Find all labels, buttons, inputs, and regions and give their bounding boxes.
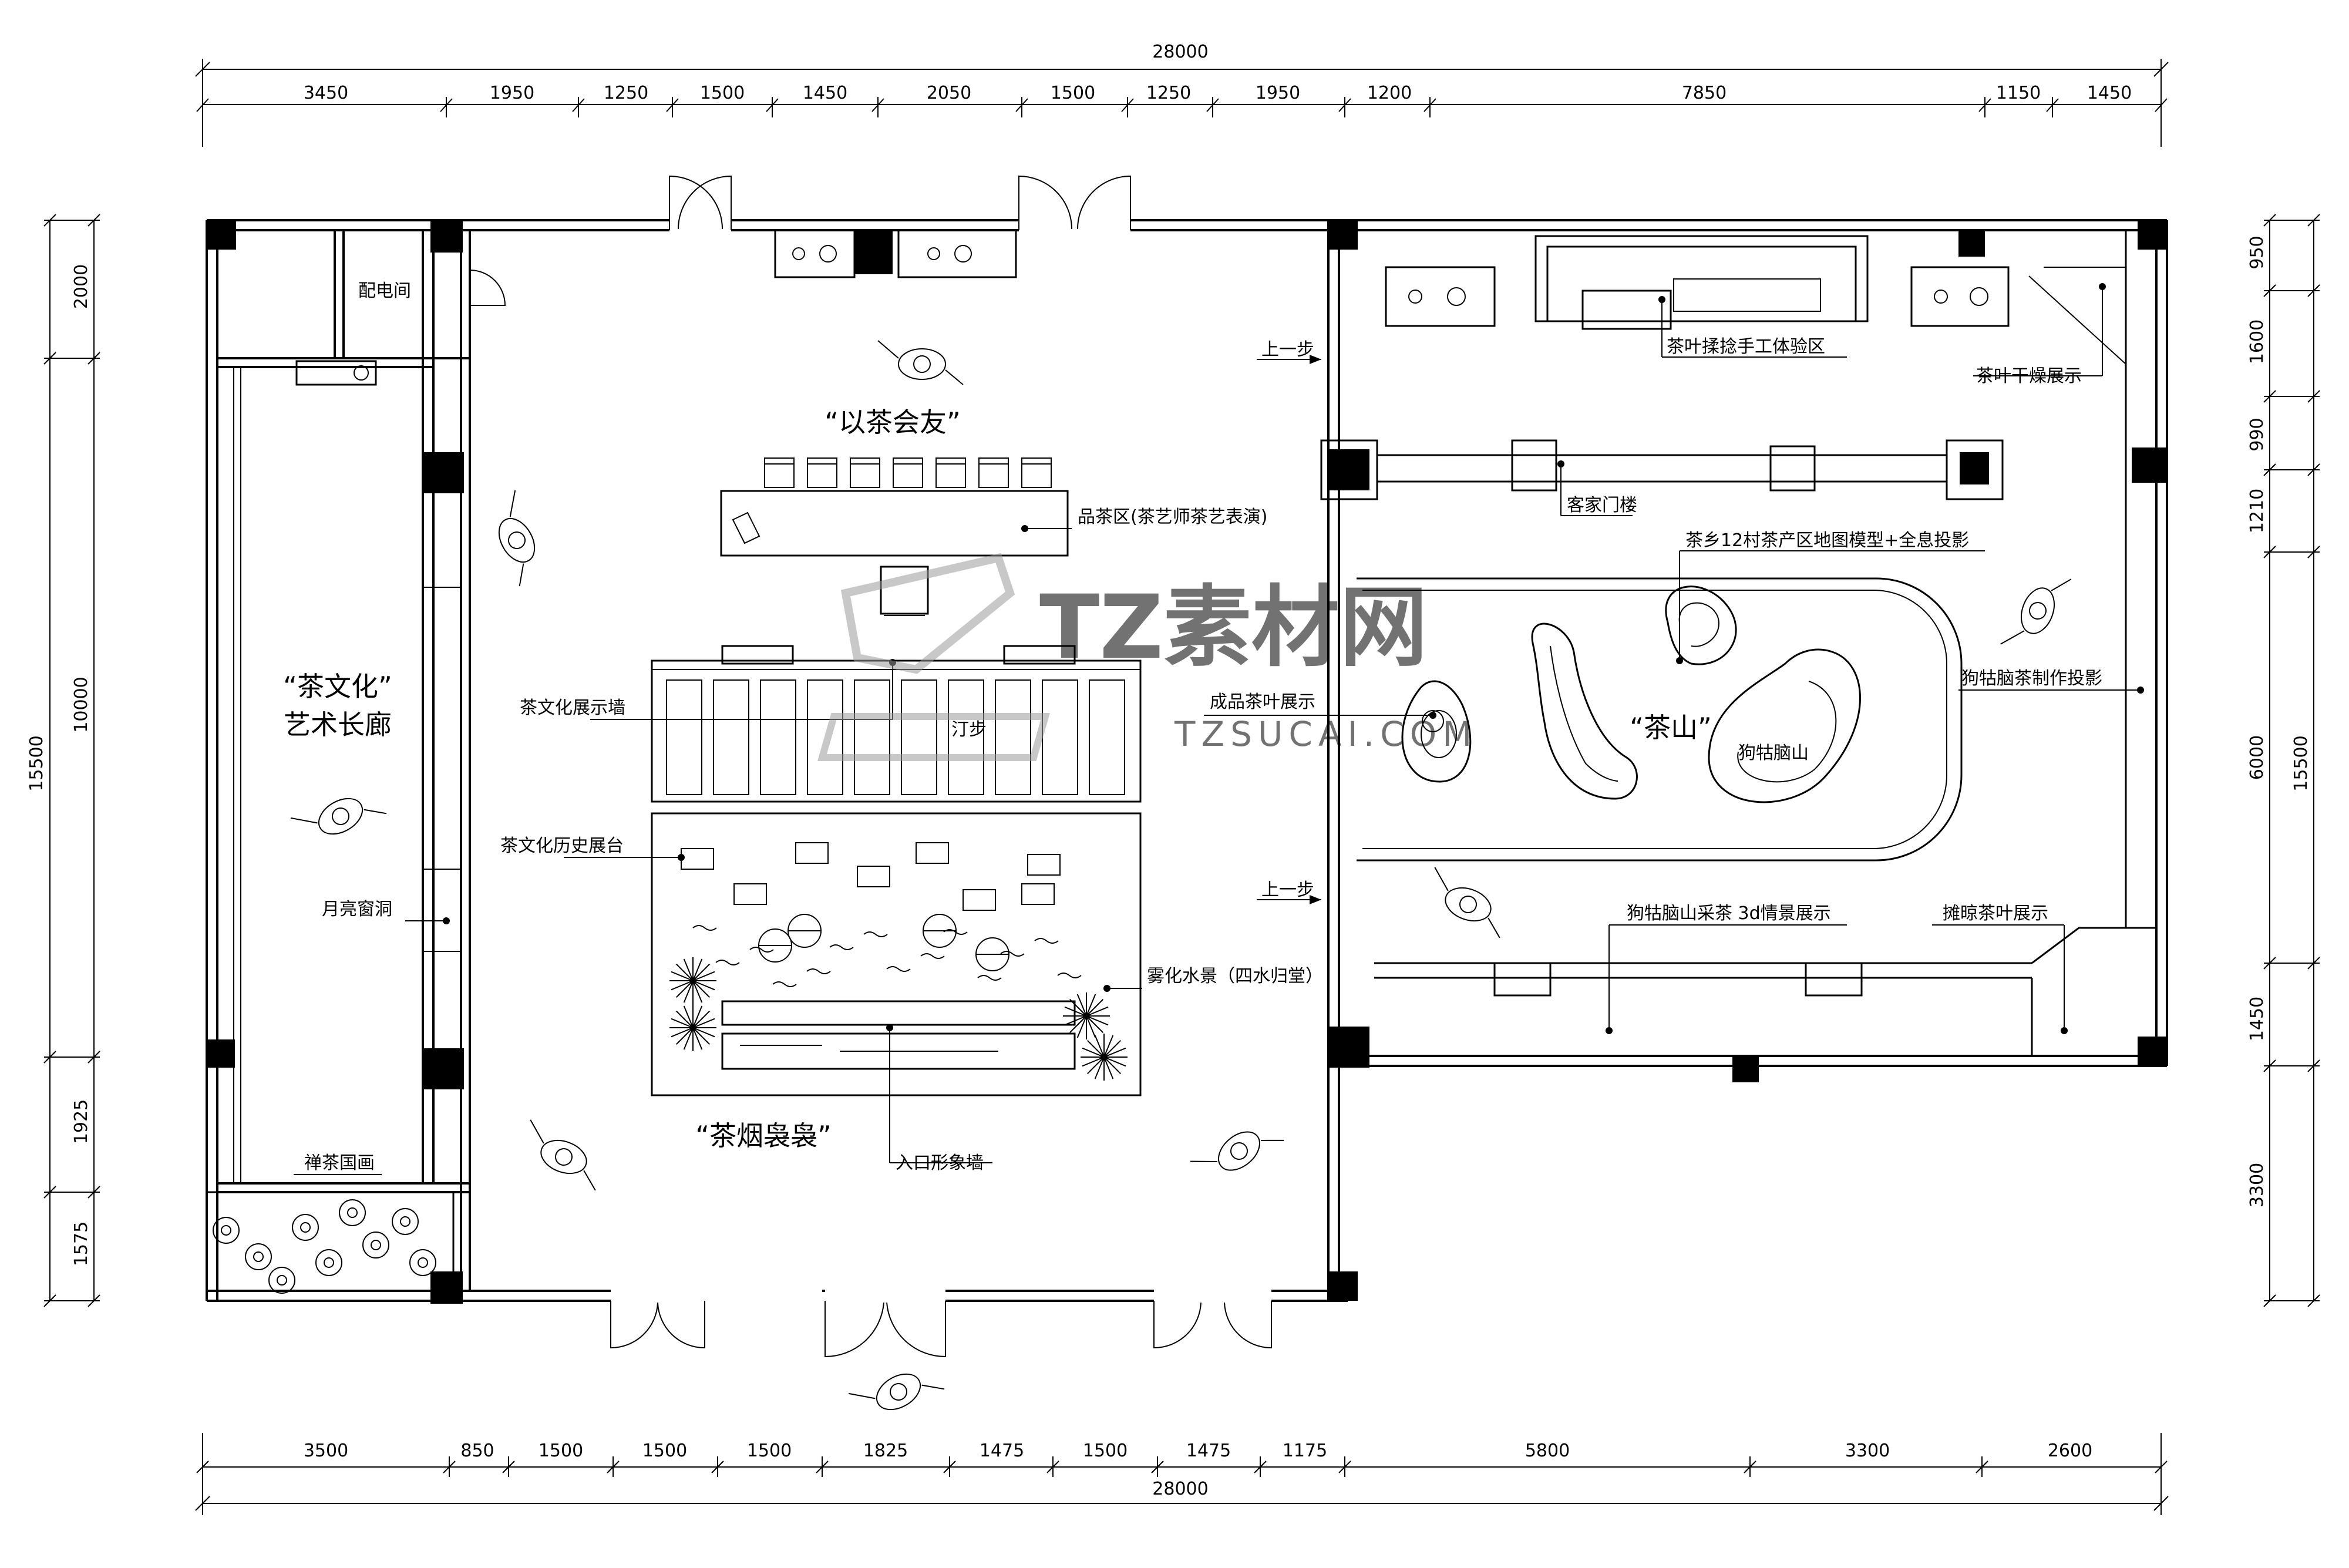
right-dim-2: 1600 bbox=[2247, 319, 2267, 364]
right-dim-1: 950 bbox=[2247, 235, 2267, 269]
label-village-map: 茶乡12村茶产区地图模型+全息投影 bbox=[1685, 530, 1969, 551]
right-total-dim: 15500 bbox=[2291, 735, 2311, 791]
label-culture-wall: 茶文化展示墙 bbox=[520, 698, 625, 718]
bottom-dim-8: 1500 bbox=[1083, 1441, 1128, 1461]
zone-tea-friends: “以茶会友” bbox=[824, 406, 961, 438]
watermark: TZ素材网 TZSUCAI.COM bbox=[817, 553, 1478, 761]
picking-3d-display bbox=[1374, 230, 2156, 1056]
label-moon-window: 月亮窗洞 bbox=[322, 899, 392, 920]
top-dim-6: 2050 bbox=[927, 83, 971, 103]
rolling-experience bbox=[1385, 235, 2126, 411]
watermark-sub: TZSUCAI.COM bbox=[1174, 714, 1478, 754]
label-rolling-area: 茶叶揉捻手工体验区 bbox=[1667, 337, 1825, 357]
zone-titles: “茶文化” 艺术长廊 “以茶会友” “茶烟袅袅” “茶山” bbox=[283, 406, 1712, 1152]
top-dim-5: 1450 bbox=[803, 83, 847, 103]
dimension-text: 28000 3450 1950 1250 1500 1450 2050 1500… bbox=[26, 42, 2311, 1499]
right-dim-4: 1210 bbox=[2247, 489, 2267, 533]
left-dim-2: 10000 bbox=[71, 677, 92, 732]
bottom-dim-3: 1500 bbox=[539, 1441, 583, 1461]
bottom-total-dim: 28000 bbox=[1152, 1479, 1208, 1499]
hakka-gate bbox=[1320, 439, 2004, 500]
people-figures bbox=[290, 340, 2072, 1411]
walls bbox=[206, 219, 2168, 1302]
label-step-up-1: 上一步 bbox=[1261, 339, 1314, 360]
bottom-dim-4: 1500 bbox=[642, 1441, 687, 1461]
tasting-bar bbox=[720, 457, 1069, 616]
right-dim-3: 990 bbox=[2247, 418, 2267, 451]
bottom-dim-11: 5800 bbox=[1525, 1441, 1570, 1461]
bottom-dim-7: 1475 bbox=[980, 1441, 1024, 1461]
label-zen-painting: 禅茶国画 bbox=[304, 1153, 375, 1173]
bottom-dim-6: 1825 bbox=[863, 1441, 908, 1461]
top-dim-11: 7850 bbox=[1682, 83, 1727, 103]
bottom-dim-1: 3500 bbox=[304, 1441, 348, 1461]
history-platform bbox=[651, 812, 1142, 1096]
dimension-lines bbox=[43, 59, 2320, 1515]
zone-tea-smoke: “茶烟袅袅” bbox=[695, 1120, 832, 1152]
label-mountain-name: 狗牯脑山 bbox=[1738, 743, 1809, 763]
bottom-dim-13: 2600 bbox=[2048, 1441, 2092, 1461]
label-spreading-display: 摊晾茶叶展示 bbox=[1943, 903, 2048, 924]
left-dim-1: 2000 bbox=[71, 264, 92, 309]
bottom-dim-12: 3300 bbox=[1845, 1441, 1890, 1461]
top-dim-4: 1500 bbox=[700, 83, 745, 103]
columns bbox=[207, 220, 2167, 1304]
right-dim-7: 3300 bbox=[2247, 1163, 2267, 1207]
doors bbox=[469, 175, 1272, 1358]
left-total-dim: 15500 bbox=[26, 735, 47, 791]
label-making-projection: 狗牯脑茶制作投影 bbox=[1961, 668, 2102, 689]
top-total-dim: 28000 bbox=[1152, 42, 1208, 62]
area-labels: 配电间 品茶区(茶艺师茶艺表演) 茶文化展示墙 汀步 茶文化历史展台 月亮窗洞 … bbox=[304, 281, 2102, 1173]
top-dim-12: 1150 bbox=[1996, 83, 2041, 103]
watermark-main: TZ素材网 bbox=[1039, 577, 1428, 679]
bottom-dim-9: 1475 bbox=[1186, 1441, 1231, 1461]
left-dim-4: 1575 bbox=[71, 1222, 92, 1266]
zone-tea-mountain: “茶山” bbox=[1630, 712, 1712, 743]
label-mist-water: 雾化水景（四水归堂） bbox=[1147, 966, 1323, 987]
label-picking-3d: 狗牯脑山采茶 3d情景展示 bbox=[1627, 903, 1831, 924]
label-history-platform: 茶文化历史展台 bbox=[500, 836, 624, 856]
top-dim-2: 1950 bbox=[490, 83, 534, 103]
right-dim-5: 6000 bbox=[2247, 735, 2267, 780]
label-hakka-gate: 客家门楼 bbox=[1567, 495, 1637, 516]
top-dim-1: 3450 bbox=[304, 83, 348, 103]
left-dim-3: 1925 bbox=[71, 1099, 92, 1144]
zen-garden bbox=[206, 1191, 455, 1294]
counter-sinks bbox=[295, 229, 1017, 386]
label-drying-display: 茶叶干燥展示 bbox=[1976, 366, 2082, 386]
top-dim-8: 1250 bbox=[1146, 83, 1191, 103]
zone-art-corridor-line1: “茶文化” bbox=[283, 671, 392, 702]
label-step-up-2: 上一步 bbox=[1261, 880, 1314, 900]
watermark-logo-icon bbox=[840, 553, 1015, 674]
leader-lines bbox=[294, 283, 2144, 1175]
top-dim-13: 1450 bbox=[2087, 83, 2132, 103]
bottom-dim-2: 850 bbox=[460, 1441, 494, 1461]
label-entrance-wall: 入口形象墙 bbox=[896, 1153, 984, 1173]
label-power-room: 配电间 bbox=[358, 281, 411, 301]
top-dim-10: 1200 bbox=[1367, 83, 1412, 103]
label-tasting-area: 品茶区(茶艺师茶艺表演) bbox=[1078, 507, 1267, 527]
top-dim-9: 1950 bbox=[1256, 83, 1300, 103]
top-dim-3: 1250 bbox=[604, 83, 648, 103]
bottom-dim-5: 1500 bbox=[747, 1441, 792, 1461]
label-tea-display: 成品茶叶展示 bbox=[1210, 692, 1315, 712]
top-dim-7: 1500 bbox=[1051, 83, 1095, 103]
bottom-dim-10: 1175 bbox=[1283, 1441, 1327, 1461]
zone-art-corridor-line2: 艺术长廊 bbox=[284, 709, 392, 741]
right-dim-6: 1450 bbox=[2247, 997, 2267, 1041]
label-ding-step: 汀步 bbox=[951, 719, 987, 740]
